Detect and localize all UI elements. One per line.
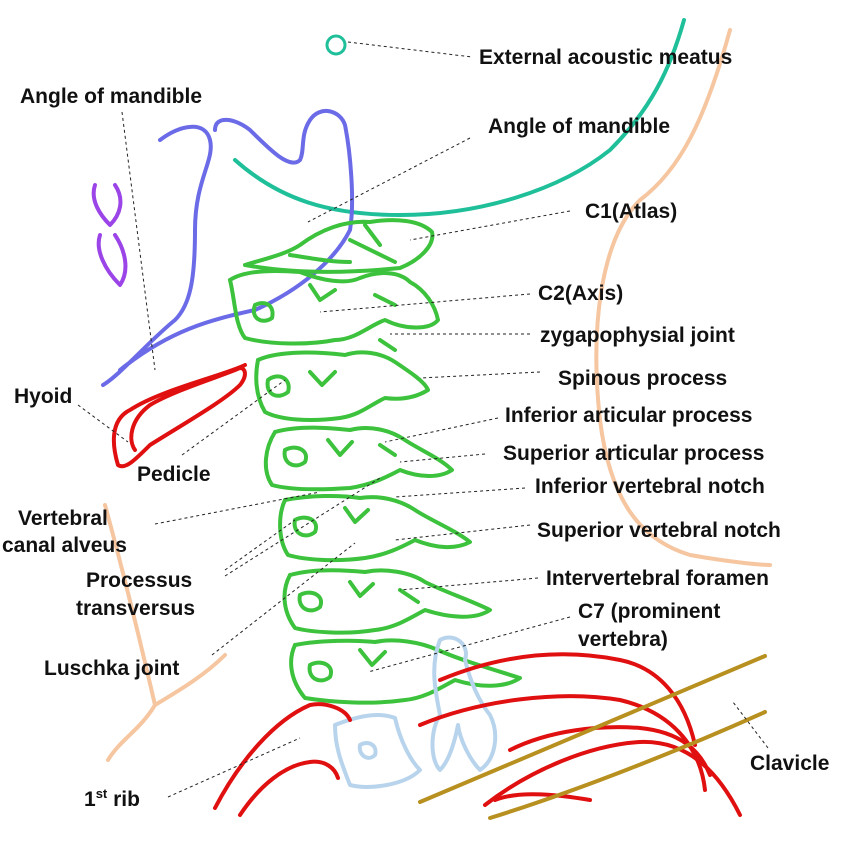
label-superior-vertebral-notch: Superior vertebral notch — [537, 519, 781, 542]
c5-vertebra-shape — [278, 493, 472, 563]
leader-spinous — [419, 371, 541, 379]
clavicle-upper — [418, 654, 767, 804]
leader-luschka — [211, 542, 356, 656]
label-angle-of-mandible-left: Angle of mandible — [20, 85, 202, 108]
label-zygapophysial-joint: zygapophysial joint — [540, 324, 735, 347]
leader-c7 — [367, 616, 571, 673]
label-pedicle: Pedicle — [137, 463, 211, 486]
leader-sup-art — [399, 453, 486, 463]
label-c2-axis: C2(Axis) — [538, 282, 623, 305]
leader-sup-notch — [394, 524, 531, 541]
leader-clavicle — [732, 701, 769, 749]
rib-1-right — [438, 652, 697, 747]
c2-axis-shape — [228, 268, 440, 346]
rib-4-right — [508, 725, 712, 777]
label-processus-line2: transversus — [76, 597, 195, 620]
label-superior-articular-process: Superior articular process — [503, 442, 764, 465]
label-first-rib-sup: st — [96, 786, 108, 801]
label-clavicle: Clavicle — [750, 752, 829, 775]
leader-meatus — [347, 41, 473, 58]
label-external-acoustic-meatus: External acoustic meatus — [479, 46, 732, 69]
rib-3-right — [483, 739, 742, 817]
leader-hyoid — [77, 404, 129, 443]
label-first-rib-word: rib — [107, 788, 140, 811]
c1-atlas-shape — [243, 218, 435, 274]
label-c7-line2: vertebra) — [578, 628, 668, 651]
t1-vertebra — [333, 635, 498, 789]
skull-base-curve — [233, 18, 686, 217]
c6-vertebra-shape — [282, 568, 492, 635]
rib-1-left — [213, 702, 352, 810]
leader-proc-1 — [224, 519, 296, 571]
ribs-group — [213, 652, 742, 817]
label-first-rib: 1st rib — [84, 786, 140, 811]
c7-vertebra-shape — [289, 638, 522, 705]
label-intervertebral-foramen: Intervertebral foramen — [546, 567, 769, 590]
label-vertebral-line2: canal alveus — [2, 534, 127, 557]
rib-5-right — [493, 792, 592, 802]
clavicle-group — [418, 654, 767, 820]
leader-lines — [77, 41, 769, 798]
label-hyoid: Hyoid — [14, 385, 72, 408]
leader-c2 — [319, 293, 531, 313]
label-luschka-joint: Luschka joint — [44, 657, 179, 680]
c4-vertebra-shape — [263, 425, 454, 492]
neck-outline-right — [594, 28, 772, 567]
vertebrae-group — [228, 218, 522, 705]
leader-inf-notch — [394, 487, 526, 498]
leader-proc-2 — [224, 477, 381, 577]
label-processus-line1: Processus — [86, 569, 192, 592]
leader-inf-art — [384, 417, 499, 443]
ear-structure — [91, 183, 128, 287]
label-spinous-process: Spinous process — [558, 367, 727, 390]
label-c1-atlas: C1(Atlas) — [585, 200, 677, 223]
label-vertebral-line1: Vertebral — [18, 507, 108, 530]
label-angle-of-mandible-right: Angle of mandible — [488, 115, 670, 138]
label-inferior-articular-process: Inferior articular process — [505, 404, 752, 427]
label-inferior-vertebral-notch: Inferior vertebral notch — [535, 475, 765, 498]
clavicle-lower — [488, 710, 767, 820]
rib-2-left — [238, 759, 340, 817]
leader-angle-right — [307, 137, 471, 223]
leader-rib — [167, 737, 301, 798]
external-acoustic-meatus-ring — [325, 34, 347, 56]
leader-canal — [154, 491, 321, 525]
hyoid-bone — [111, 363, 247, 469]
label-first-rib-num: 1 — [84, 788, 96, 811]
label-c7-line1: C7 (prominent — [578, 600, 720, 623]
neck-outline-left — [103, 503, 227, 762]
c3-vertebra-shape — [254, 350, 430, 422]
atlas-ring-shape — [288, 253, 397, 352]
leader-foramen — [399, 577, 539, 591]
leader-angle-left — [121, 111, 156, 371]
